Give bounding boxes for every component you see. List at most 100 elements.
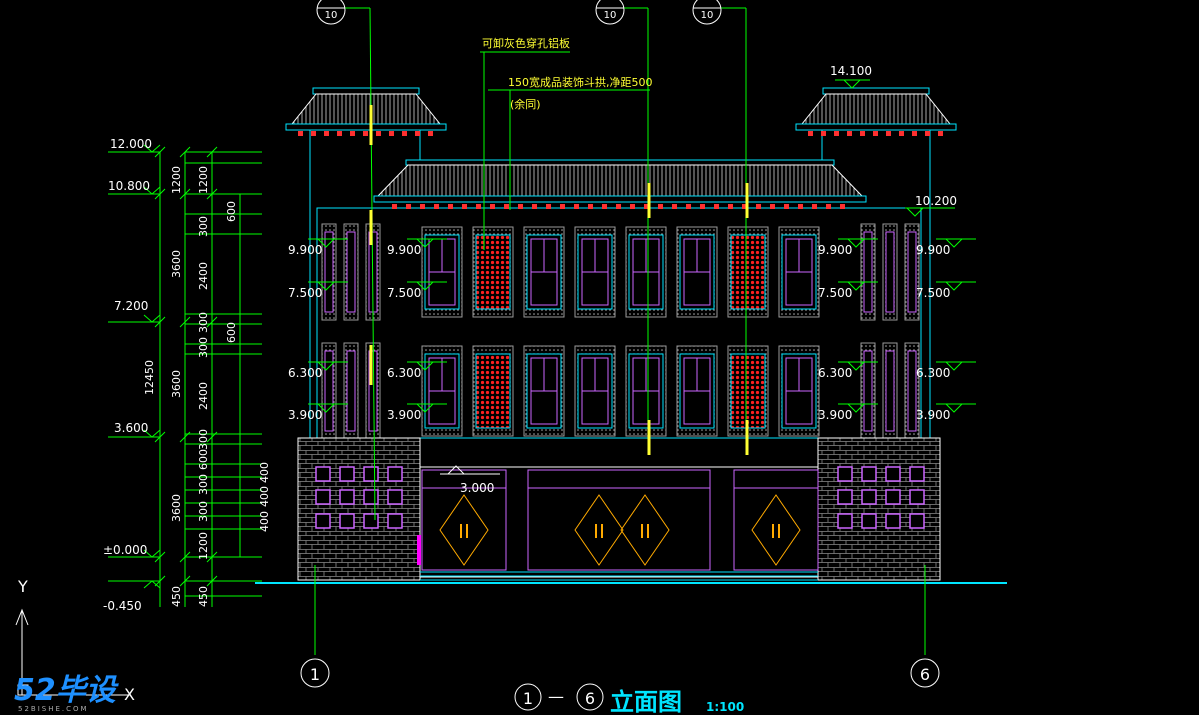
left-brick-base xyxy=(297,437,421,581)
level-marker-triangle xyxy=(416,361,434,371)
level-marker-text: 7.500 xyxy=(288,286,322,300)
title-axis-end: 6 xyxy=(585,689,595,708)
dim-c2-0: 1200 xyxy=(197,166,210,194)
decor-square xyxy=(885,513,901,529)
detail-ref-1[interactable]: 10 xyxy=(316,0,346,25)
detail-ref-3[interactable]: 10 xyxy=(692,0,722,25)
eave-bracket xyxy=(363,131,368,136)
dim-c1-2: 3600 xyxy=(170,494,183,522)
eave-bracket xyxy=(532,204,537,209)
eave-bracket xyxy=(376,131,381,136)
bracket-marks xyxy=(369,105,749,455)
elev-door: 3.000 xyxy=(460,481,494,495)
eave-bracket xyxy=(886,131,891,136)
dim-base-2: 400 xyxy=(258,511,271,532)
eave-bracket xyxy=(392,204,397,209)
detail-ref-2[interactable]: 10 xyxy=(595,0,625,25)
level-marker-triangle xyxy=(945,361,963,371)
level-marker-triangle xyxy=(847,238,865,248)
left-dimension-chains xyxy=(108,144,262,607)
narrow-window xyxy=(885,231,895,313)
eave-bracket xyxy=(756,204,761,209)
eave-bracket xyxy=(490,204,495,209)
perforated-panel xyxy=(730,353,766,429)
dim-c2-8b: 300 xyxy=(197,501,210,522)
eave-bracket xyxy=(821,131,826,136)
eave-bracket xyxy=(873,131,878,136)
door-diamond xyxy=(620,494,670,566)
ground-floor-storefront xyxy=(419,466,819,578)
svg-text:10: 10 xyxy=(325,10,338,21)
eave-bracket xyxy=(728,204,733,209)
decor-square xyxy=(363,466,379,482)
level-marker-text: 3.900 xyxy=(818,408,852,422)
dim-c2-8: 300 xyxy=(197,474,210,495)
level-marker-triangle xyxy=(416,281,434,291)
note-bracket-sub: (余同) xyxy=(510,97,541,111)
dim-c2-2: 300 xyxy=(197,216,210,237)
elev-3-6: 3.600 xyxy=(114,421,148,435)
axis-bubble-left[interactable]: 1 xyxy=(300,658,330,688)
level-marker-triangle xyxy=(847,281,865,291)
narrow-window xyxy=(907,231,917,313)
decor-square xyxy=(885,466,901,482)
eave-bracket xyxy=(420,204,425,209)
eave-bracket xyxy=(350,131,355,136)
dim-base-1: 400 xyxy=(258,486,271,507)
eave-bracket xyxy=(602,204,607,209)
eave-bracket xyxy=(860,131,865,136)
eave-bracket xyxy=(560,204,565,209)
eave-brackets xyxy=(298,131,943,209)
dim-c1-0: 3600 xyxy=(170,250,183,278)
eave-bracket xyxy=(644,204,649,209)
dim-base-0: 400 xyxy=(258,462,271,483)
eave-bracket xyxy=(714,204,719,209)
eave-bracket xyxy=(700,204,705,209)
level-marker-text: 3.900 xyxy=(916,408,950,422)
axis-bubble-right[interactable]: 6 xyxy=(910,658,940,688)
narrow-window xyxy=(346,350,356,432)
eave-bracket xyxy=(899,131,904,136)
title-scale: 1:100 xyxy=(706,700,744,714)
level-marker-text: 7.500 xyxy=(818,286,852,300)
eave-bracket xyxy=(770,204,775,209)
decor-square xyxy=(861,466,877,482)
brick-decor-squares xyxy=(315,466,925,529)
dim-total: 12450 xyxy=(143,360,156,395)
door-diamond xyxy=(751,494,801,566)
eave-bracket xyxy=(448,204,453,209)
decor-square xyxy=(339,513,355,529)
watermark-site: 52BISHE.COM xyxy=(18,705,89,713)
eave-bracket xyxy=(311,131,316,136)
decor-square xyxy=(909,513,925,529)
svg-text:1: 1 xyxy=(310,665,320,684)
ucs-icon xyxy=(15,608,130,696)
narrow-window xyxy=(863,231,873,313)
eave-bracket xyxy=(912,131,917,136)
eave-bracket xyxy=(428,131,433,136)
eave-bracket xyxy=(742,204,747,209)
level-marker-triangle xyxy=(945,281,963,291)
dim-c2-7: 300 xyxy=(197,429,210,450)
level-marker-triangle xyxy=(847,403,865,413)
eave-bracket xyxy=(574,204,579,209)
decor-square xyxy=(861,513,877,529)
decor-square xyxy=(339,489,355,505)
eave-bracket xyxy=(434,204,439,209)
note-panel: 可卸灰色穿孔铝板 xyxy=(482,36,570,50)
dim-c2-5: 300 xyxy=(197,337,210,358)
door-leaves xyxy=(439,494,801,566)
elev-0: ±0.000 xyxy=(103,543,147,557)
eave-bracket xyxy=(826,204,831,209)
perforated-panel xyxy=(475,234,511,310)
decor-square xyxy=(861,489,877,505)
svg-text:6: 6 xyxy=(920,665,930,684)
dim-c1-top: 1200 xyxy=(170,166,183,194)
elev-roof-top: 14.100 xyxy=(830,64,872,78)
dim-c1-1: 3600 xyxy=(170,370,183,398)
main-roof xyxy=(373,159,867,203)
narrow-window xyxy=(863,350,873,432)
dim-c2-3: 300 xyxy=(197,312,210,333)
eave-bracket xyxy=(840,204,845,209)
